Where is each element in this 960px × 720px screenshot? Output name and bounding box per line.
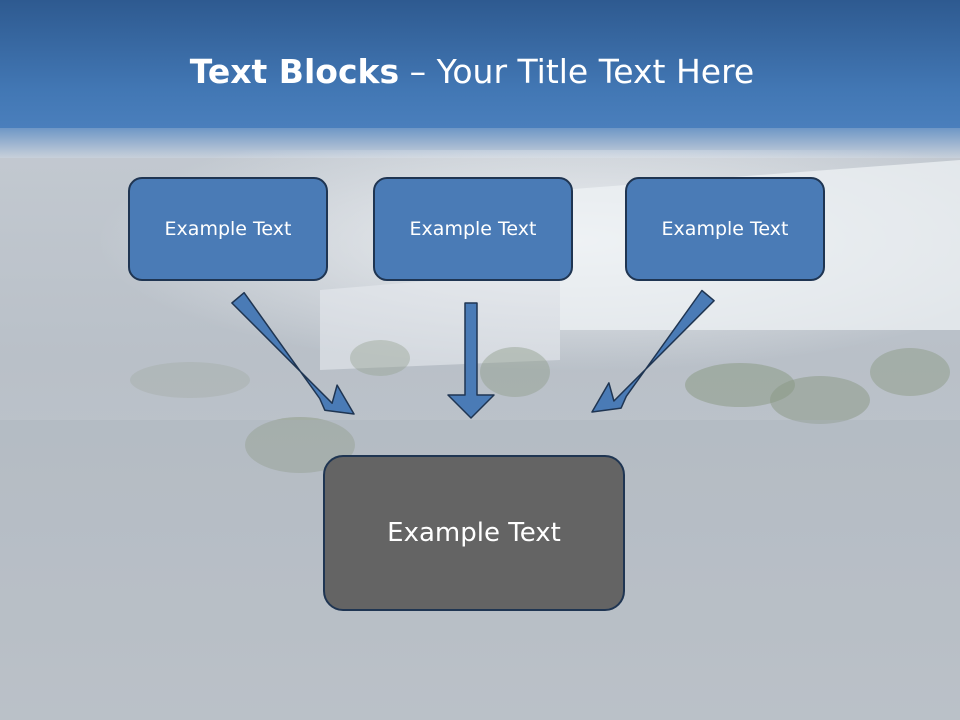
text-block-3[interactable]: Example Text — [625, 177, 825, 281]
title-separator: – — [399, 52, 437, 91]
text-block-2[interactable]: Example Text — [373, 177, 573, 281]
page-title: Text Blocks – Your Title Text Here — [0, 52, 944, 91]
title-regular-part: Your Title Text Here — [436, 52, 755, 91]
title-bold-part: Text Blocks — [189, 52, 400, 91]
text-block-1[interactable]: Example Text — [128, 177, 328, 281]
result-text-block[interactable]: Example Text — [323, 455, 625, 611]
